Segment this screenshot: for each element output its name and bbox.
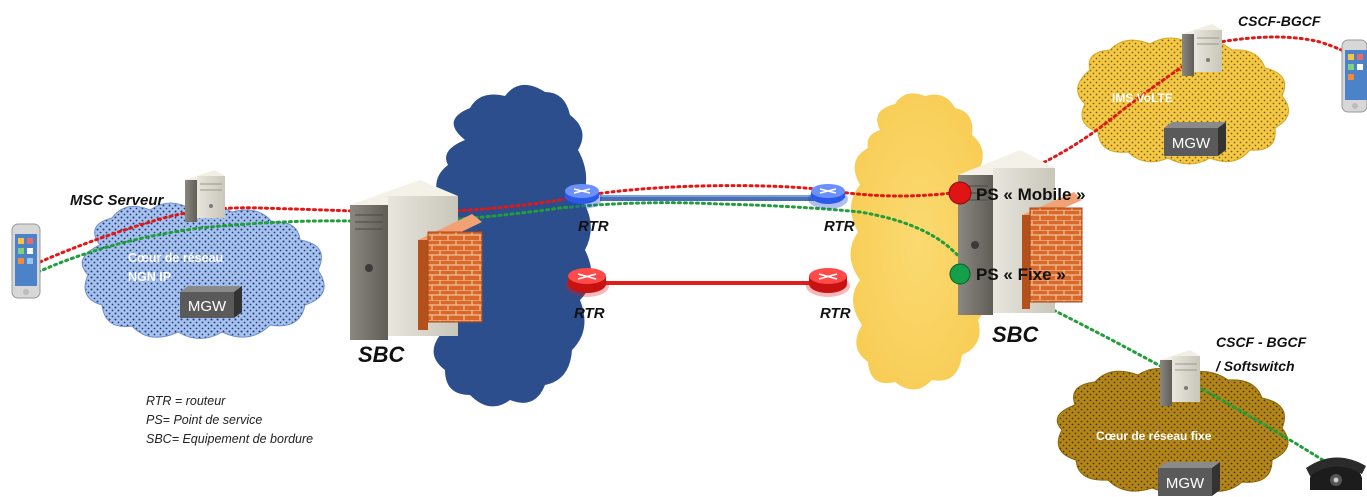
mgw-fixe-box: MGW [1158,462,1220,496]
mgw-fixe-label: MGW [1166,475,1205,492]
mobile-phone-left-icon [11,223,41,299]
landline-phone-icon [1306,457,1366,490]
rtr-red-right-label: RTR [820,305,851,322]
router-blue-right-icon [808,184,848,209]
green-dotted-path [36,201,1337,470]
core-blue-cloud [431,84,592,407]
ngn-ip-cloud [81,202,325,339]
fixe-core-cloud [1056,368,1289,493]
msc-server-label: MSC Serveur [70,192,165,209]
mgw-ims-label: MGW [1172,135,1211,152]
ps-mobile-dot [948,181,972,205]
core-fixe-label: Cœur de réseau fixe [1096,429,1212,443]
mgw-ngn-box: MGW [180,286,242,318]
router-blue-left-icon [562,184,602,209]
firewall-left-icon [418,214,483,330]
legend-item: RTR = routeur [146,394,226,408]
ps-fixe-dot [949,263,971,285]
ps-mobile-label: PS « Mobile » [976,185,1086,204]
ims-volte-cloud [1077,37,1290,165]
sbc-left-label: SBC [358,342,406,367]
ps-fixe-label: PS « Fixe » [976,265,1066,284]
cscf-bgcf-bottom-label-line2: / Softswitch [1215,358,1295,374]
router-red-left-icon [565,268,609,297]
cscf-bgcf-server-icon [1182,24,1222,76]
core-yellow-cloud [850,93,989,390]
msc-server-icon [185,170,225,222]
mgw-ngn-label: MGW [188,298,227,315]
sbc-right-label: SBC [992,322,1040,347]
core-ngn-label-line1: Cœur de réseau [128,251,223,265]
router-red-right-icon [806,268,850,297]
cscf-bgcf-top-label: CSCF-BGCF [1238,13,1321,29]
core-ngn-label-line2: NGN IP [128,270,171,284]
legend-item: PS= Point de service [146,413,262,427]
legend-item: SBC= Equipement de bordure [146,432,313,446]
firewall-right-icon [1022,192,1083,309]
ims-volte-label: IMS VoLTE [1112,91,1173,105]
legend: RTR = routeur PS= Point de service SBC= … [146,394,313,446]
rtr-red-left-label: RTR [574,305,605,322]
softswitch-server-icon [1160,350,1200,406]
rtr-blue-right-label: RTR [824,218,855,235]
mobile-phone-right-icon [1341,39,1367,113]
mgw-ims-box: MGW [1164,122,1226,156]
rtr-blue-left-label: RTR [578,218,609,235]
cscf-bgcf-bottom-label-line1: CSCF - BGCF [1216,334,1307,350]
